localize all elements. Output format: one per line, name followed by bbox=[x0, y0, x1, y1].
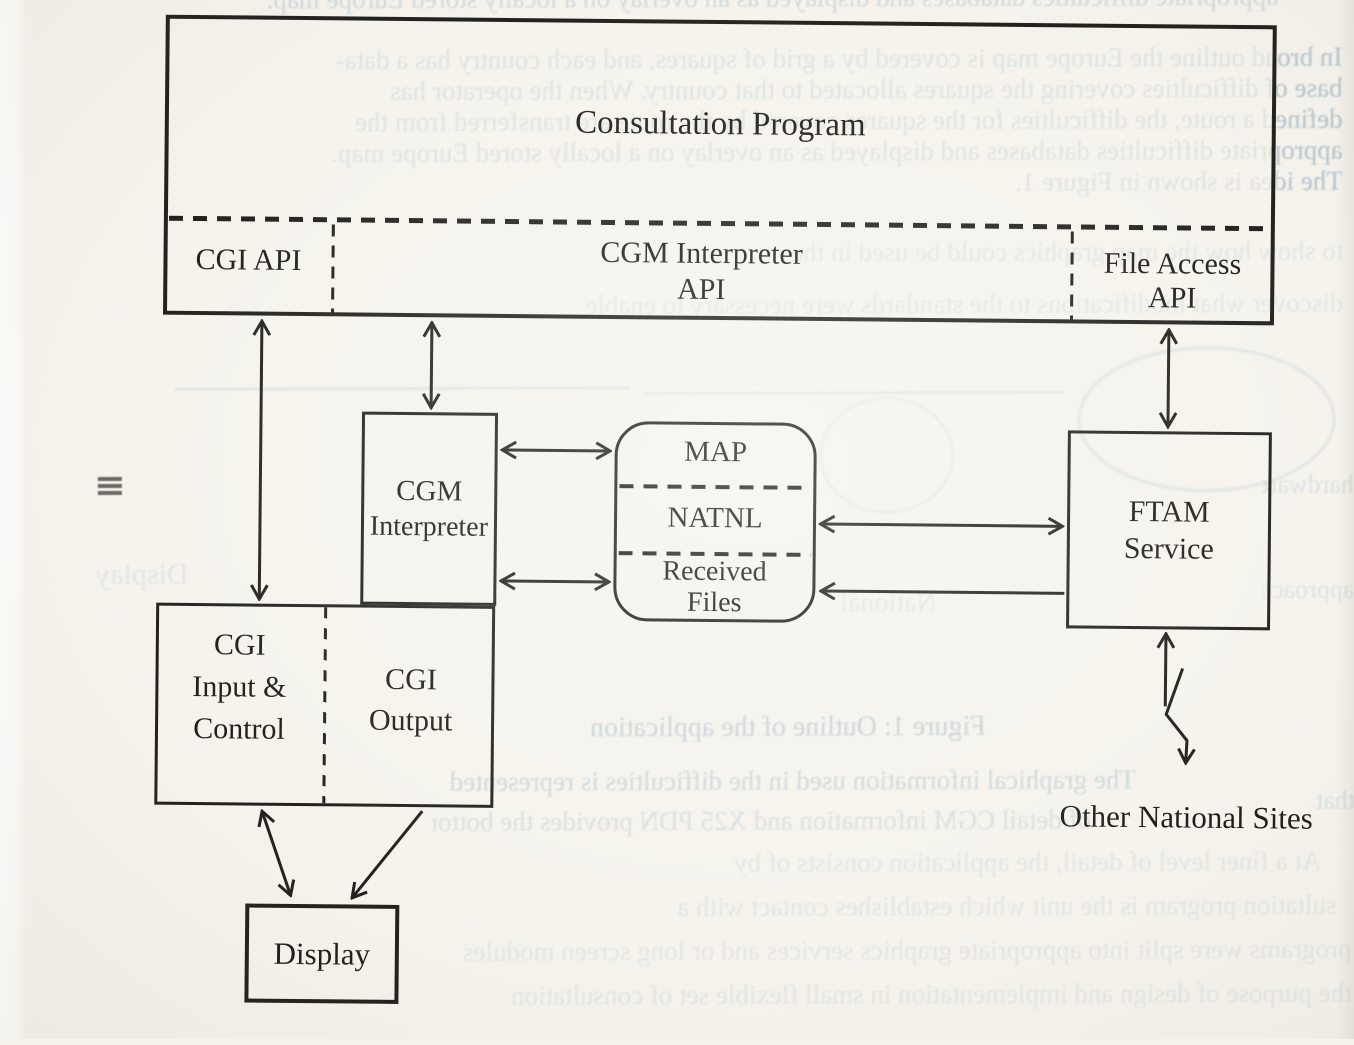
arrow-ftam-othersites-upper bbox=[1165, 634, 1166, 707]
arrow-cgiinput-display bbox=[261, 812, 291, 895]
received-files-label: Received Files bbox=[662, 555, 767, 619]
cgi-output-label: CGI Output bbox=[368, 662, 453, 738]
arrow-cgmapi-cgminterp bbox=[431, 323, 432, 407]
natnl-label: NATNL bbox=[667, 501, 763, 535]
scanner-edge-right bbox=[1336, 0, 1354, 1039]
arrow-fileapi-ftam bbox=[1168, 330, 1169, 426]
other-national-sites-label: Other National Sites bbox=[1059, 798, 1313, 836]
cgi-input-control-label: CGI Input & Control bbox=[192, 628, 287, 746]
arrow-cgminterp-receivedfiles bbox=[501, 581, 608, 582]
arrow-cgioutput-display bbox=[352, 810, 424, 899]
cgm-interpreter-box: CGM Interpreter bbox=[360, 411, 499, 606]
arrow-cgiapi-cgiio bbox=[259, 322, 262, 599]
scanner-edge-left bbox=[0, 0, 26, 1039]
display-box: Display bbox=[244, 903, 400, 1004]
ftam-service-box: FTAM Service bbox=[1066, 430, 1272, 631]
cgi-api-label: CGI API bbox=[195, 242, 302, 278]
arrow-ftam-receivedfiles bbox=[821, 591, 1065, 593]
arrow-cgminterp-map bbox=[503, 450, 610, 451]
file-access-api-label: File Access API bbox=[1103, 246, 1242, 315]
cgm-interpreter-api-label: CGM Interpreter API bbox=[600, 235, 803, 307]
arrow-natnl-ftam bbox=[821, 524, 1062, 526]
arrow-ftam-othersites-lightning bbox=[1164, 667, 1188, 762]
map-label: MAP bbox=[684, 435, 748, 469]
